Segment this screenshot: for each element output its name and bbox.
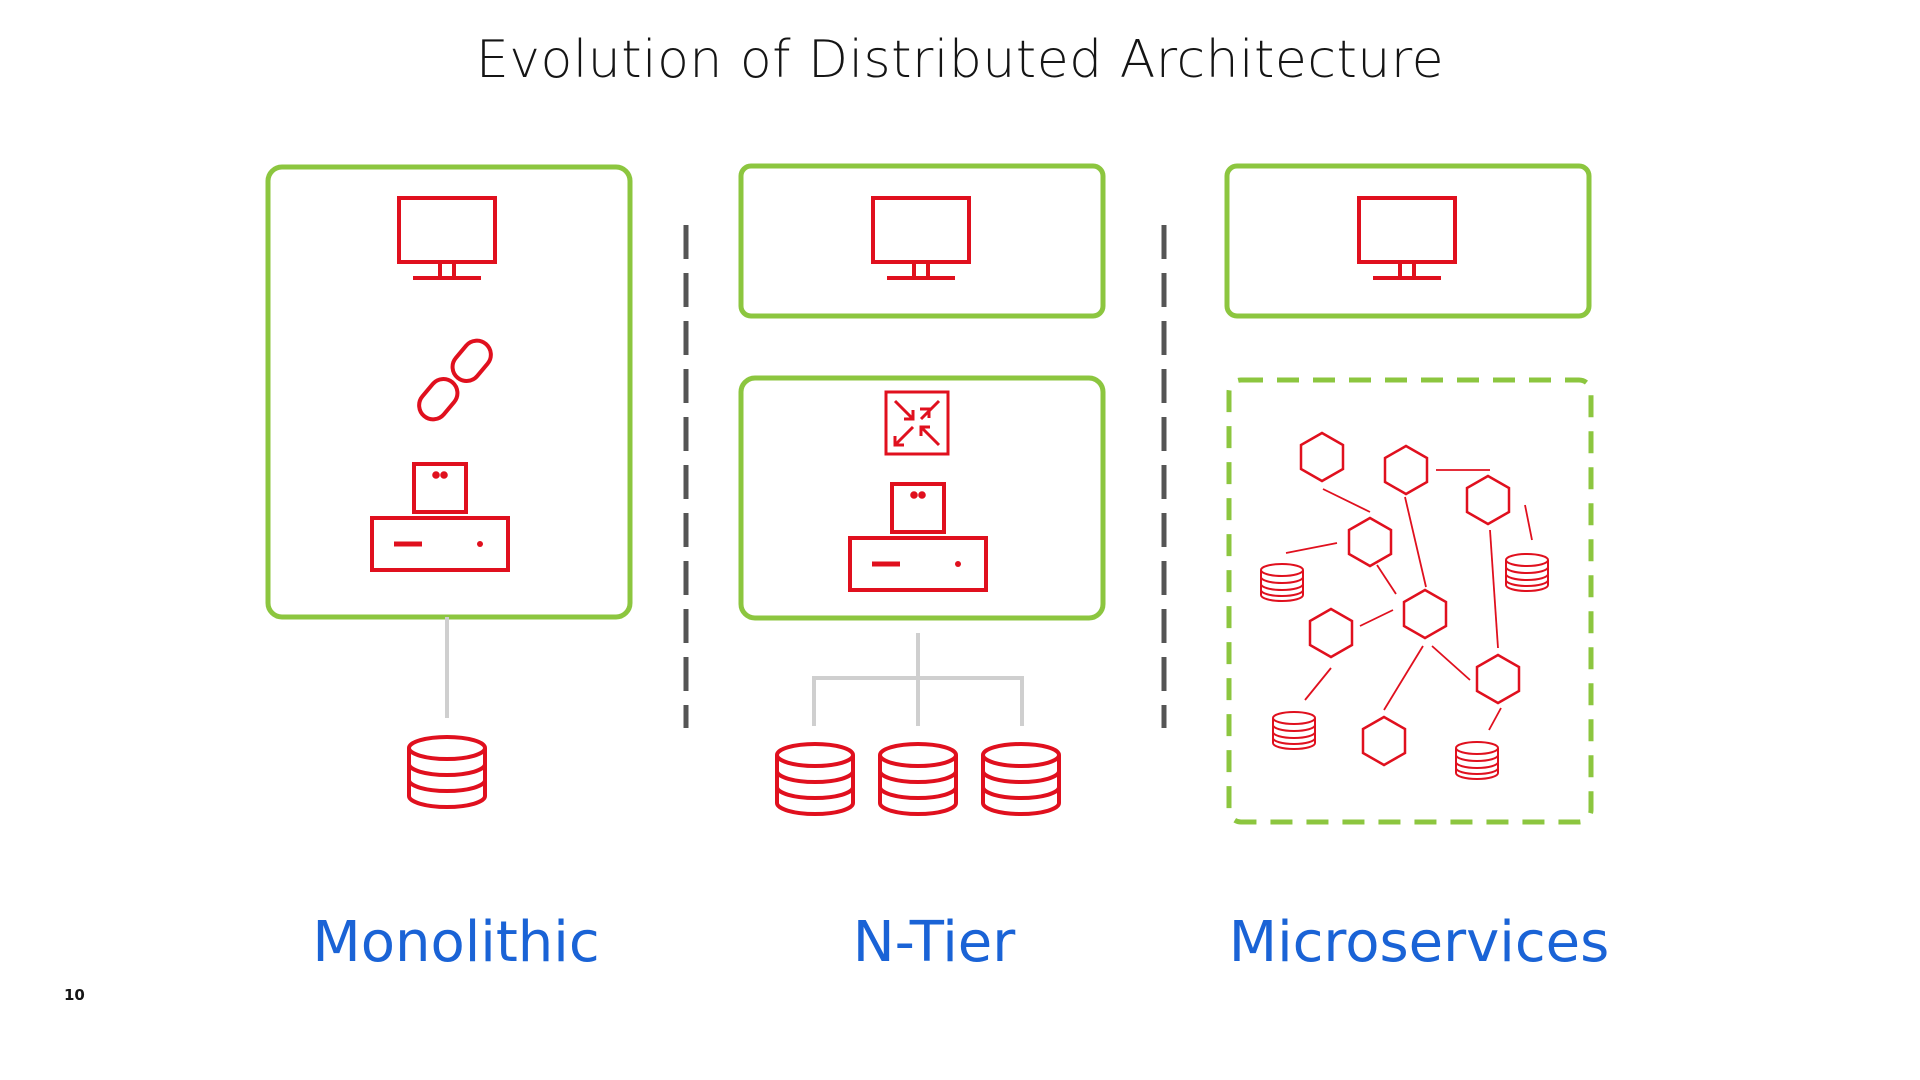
hexagon-icon: [1465, 474, 1511, 526]
micro-client-container: [1224, 163, 1592, 319]
hexagon-icon: [1299, 431, 1345, 483]
database-icon: [1260, 563, 1304, 602]
page-number: 10: [64, 986, 85, 1004]
link-icon: [417, 338, 493, 422]
monitor-icon: [397, 196, 497, 280]
ntier-app-container: [738, 375, 1106, 621]
database-icon: [1505, 553, 1549, 592]
slide-title: Evolution of Distributed Architecture: [475, 30, 1445, 90]
hexagon-icon: [1347, 516, 1393, 568]
database-icon: [407, 735, 487, 809]
hexagon-icon: [1402, 588, 1448, 640]
database-icon: [1272, 711, 1316, 750]
database-icon: [981, 742, 1061, 816]
hexagon-icon: [1308, 607, 1354, 659]
monolithic-container: [265, 164, 633, 620]
label-microservices: Microservices: [1228, 910, 1610, 975]
service-hexagons: [1299, 431, 1521, 767]
hexagon-icon: [1361, 715, 1407, 767]
server-icon: [372, 464, 508, 570]
monitor-icon: [871, 196, 971, 280]
hexagon-icon: [1383, 444, 1429, 496]
connector-tree: [812, 633, 1024, 726]
hexagon-icon: [1475, 653, 1521, 705]
ntier-client-container: [738, 163, 1106, 319]
monitor-icon: [1357, 196, 1457, 280]
database-icon: [878, 742, 958, 816]
label-ntier: N-Tier: [852, 910, 1016, 975]
service-connections: [1285, 469, 1533, 731]
load-balancer-icon: [884, 390, 950, 456]
database-icon: [775, 742, 855, 816]
database-icon: [1455, 741, 1499, 780]
server-icon: [850, 484, 986, 590]
label-monolithic: Monolithic: [312, 910, 600, 975]
